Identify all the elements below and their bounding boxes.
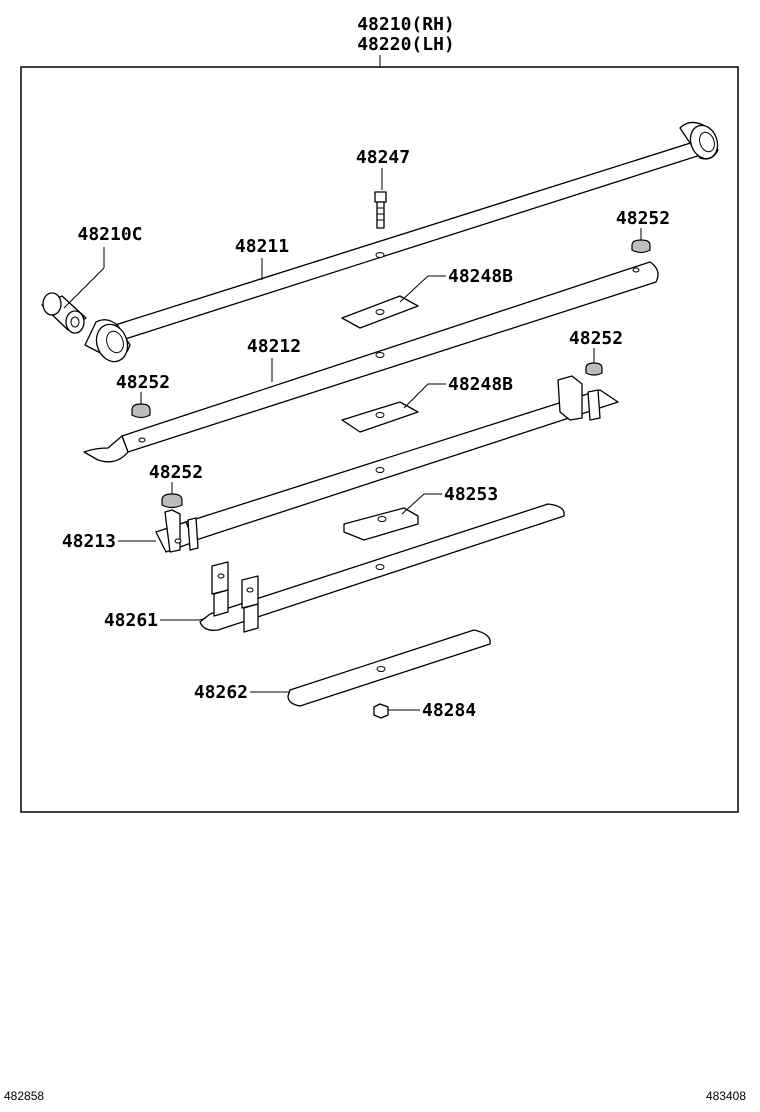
label-silencer-mid-right: 48252 — [569, 328, 623, 349]
label-leaf3: 48213 — [62, 531, 116, 552]
silencer-mid-right — [585, 362, 603, 376]
clip-48248b-upper — [341, 295, 419, 329]
label-leaf5: 48262 — [194, 682, 248, 703]
bushing-48210c — [41, 292, 87, 334]
leaf-48262 — [287, 629, 491, 707]
silencer-top-right — [631, 239, 651, 254]
leader-bushing-diag — [63, 267, 105, 309]
leader-clip-middle — [403, 383, 446, 409]
footer-right-code: 483408 — [705, 1089, 746, 1103]
label-leaf2: 48212 — [247, 336, 301, 357]
label-silencer-lower-left: 48252 — [149, 462, 203, 483]
label-silencer-top-right: 48252 — [616, 208, 670, 229]
nut-48284 — [373, 703, 389, 719]
leader-leaf4 — [160, 617, 207, 621]
label-leaf4: 48261 — [104, 610, 158, 631]
leaf-48213 — [155, 375, 619, 553]
label-bushing: 48210C — [77, 224, 142, 245]
silencer-lower-left — [161, 493, 183, 509]
assembly-part-rh: 48210(RH) — [357, 14, 455, 35]
front-eye — [84, 319, 131, 363]
assembly-part-lh: 48220(LH) — [357, 34, 455, 55]
leaf-48212 — [83, 261, 659, 463]
center-bolt-48247 — [374, 191, 387, 229]
footer-left-code: 482858 — [4, 1089, 45, 1103]
label-silencer-mid-left: 48252 — [116, 372, 170, 393]
main-leaf-48211 — [111, 139, 711, 341]
label-nut: 48284 — [422, 700, 476, 721]
leader-spacer — [401, 493, 442, 515]
label-clip-upper: 48248B — [448, 266, 513, 287]
silencer-mid-left — [131, 403, 151, 419]
label-spacer: 48253 — [444, 484, 498, 505]
spacer-48253 — [343, 507, 419, 541]
label-bolt: 48247 — [356, 147, 410, 168]
label-clip-middle: 48248B — [448, 374, 513, 395]
leaf-48261 — [199, 503, 565, 633]
leader-clip-upper — [399, 275, 446, 303]
label-leaf1: 48211 — [235, 236, 289, 257]
clip-48248b-middle — [341, 401, 419, 433]
rear-eye — [679, 121, 719, 160]
